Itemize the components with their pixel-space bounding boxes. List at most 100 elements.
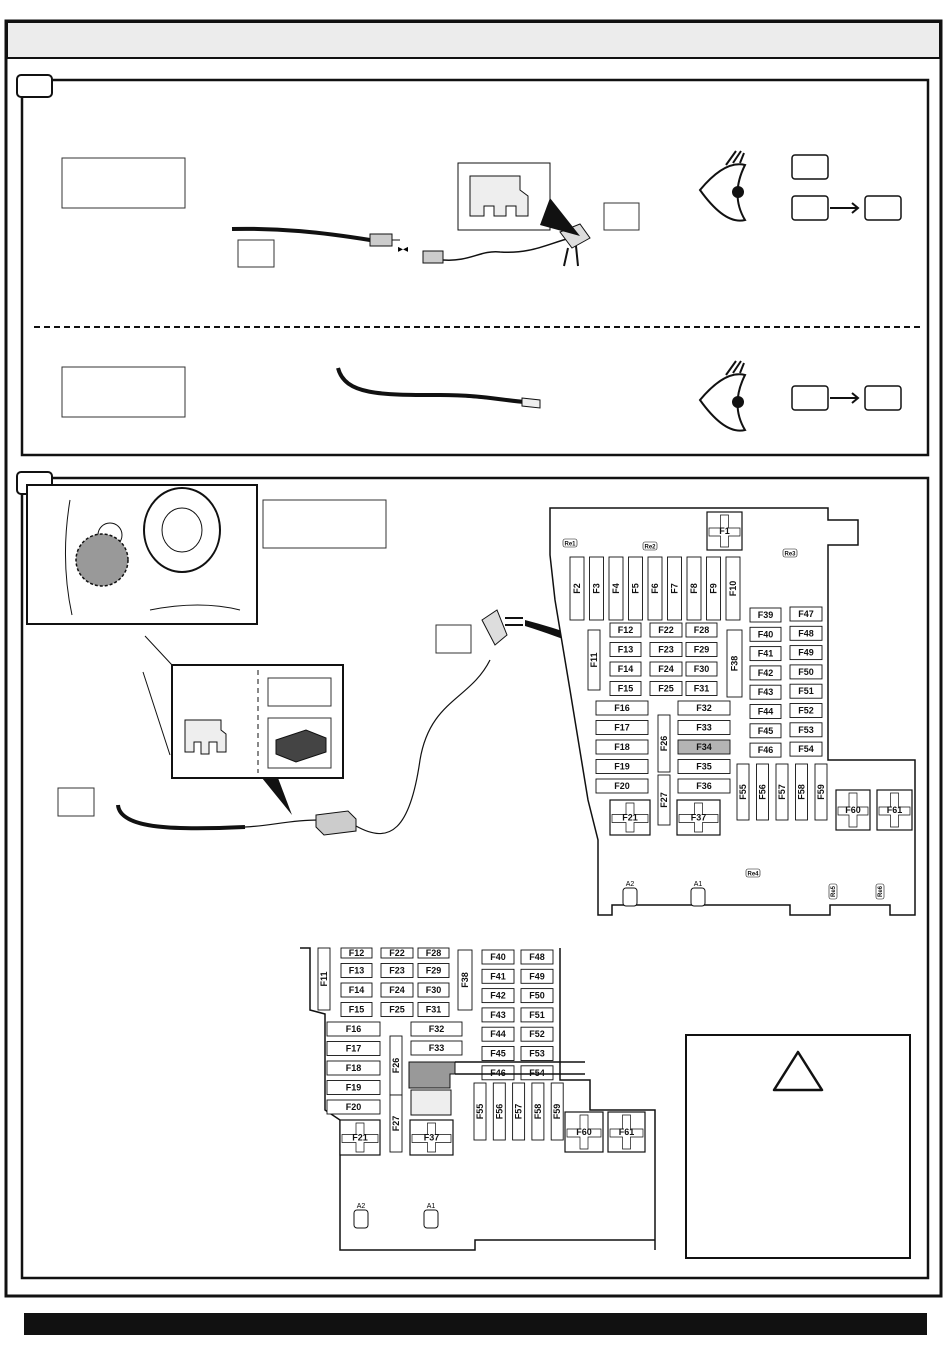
arrow-right-icon — [830, 392, 860, 404]
top-fuse-label-f50: F50 — [798, 667, 814, 677]
fuse-tap-body — [410, 1089, 452, 1116]
top-fuse-slot-f9 — [706, 556, 721, 621]
top-fuse-label-f3: F3 — [592, 583, 602, 594]
relay-socket — [708, 514, 741, 548]
relay-re4-tag — [745, 868, 761, 878]
detail-fuse-slot-f21 — [339, 1119, 381, 1156]
top-fuse-slot-f48 — [789, 625, 823, 641]
top-fuse-label-f54: F54 — [798, 744, 814, 754]
relay-re6-tag — [875, 883, 885, 900]
top-fuse-label-f61: F61 — [887, 805, 903, 815]
section-1-step-tab — [16, 74, 53, 98]
detail-fuse-slot-f40 — [481, 949, 515, 965]
detail-fuse-label-f59: F59 — [552, 1104, 562, 1120]
detail-fuse-label-f25: F25 — [389, 1005, 405, 1015]
fuse-icon — [184, 719, 227, 755]
top-fuse-label-f19: F19 — [614, 762, 630, 772]
detail-fuse-slot-f24 — [380, 982, 414, 998]
detail-fuse-slot-f32 — [410, 1021, 463, 1037]
top-fuse-label-f55: F55 — [738, 784, 748, 800]
detail-fuse-label-f30: F30 — [426, 985, 442, 995]
top-fuse-slot-f41 — [749, 646, 782, 662]
top-fuse-label-f26: F26 — [659, 736, 669, 752]
detail-fuse-slot-f25 — [380, 1002, 414, 1017]
top-fuse-slot-f6 — [647, 556, 663, 621]
detail-fuse-label-f40: F40 — [490, 952, 506, 962]
top-fuse-slot-f31 — [685, 681, 718, 696]
top-fuse-slot-f27 — [657, 774, 671, 826]
top-fuse-slot-f28 — [685, 622, 718, 638]
detail-fuse-slot-f20 — [326, 1099, 381, 1115]
top-fuse-label-f35: F35 — [696, 762, 712, 772]
top-fuse-label-f4: F4 — [611, 583, 621, 594]
detail-fuse-label-f45: F45 — [490, 1049, 506, 1059]
top-fuse-slot-f18 — [595, 739, 649, 755]
top-fuse-label-f7: F7 — [670, 583, 680, 594]
relay-socket — [678, 802, 719, 833]
top-fuse-label-f52: F52 — [798, 706, 814, 716]
detail-fuse-label-f28: F28 — [426, 948, 442, 958]
top-fuse-slot-f60 — [835, 789, 871, 831]
top-fuse-slot-f36 — [677, 778, 731, 794]
detail-fuse-slot-f59 — [550, 1082, 564, 1141]
relay-label-re1: Re1 — [564, 542, 576, 548]
callout-label-box — [267, 677, 332, 707]
top-fuse-label-f57: F57 — [777, 784, 787, 800]
detail-fuse-slot-f46 — [481, 1065, 515, 1081]
top-fuse-label-f39: F39 — [758, 610, 774, 620]
section-1-label-box-2 — [61, 366, 186, 418]
detail-fuse-label-f22: F22 — [389, 948, 405, 958]
top-fuse-label-f17: F17 — [614, 723, 630, 733]
top-fuse-label-f38: F38 — [730, 656, 740, 672]
top-fuse-slot-f61 — [876, 789, 913, 831]
detail-fuse-label-f29: F29 — [426, 966, 442, 976]
callout-pointer — [262, 778, 292, 815]
detail-fuse-label-f37: F37 — [424, 1133, 440, 1143]
detail-fuse-slot-f18 — [326, 1060, 381, 1076]
top-fuse-slot-f38 — [726, 629, 743, 698]
detail-fuse-slot-f30 — [417, 982, 450, 998]
top-fuse-slot-f15 — [609, 681, 642, 696]
top-fuse-slot-f8 — [686, 556, 702, 621]
detail-fuse-slot-f54 — [520, 1065, 554, 1081]
relay-socket — [609, 1114, 644, 1150]
fusebox-diagram-detail: F11F12F13F14F15F16F17F18F19F20F21F22F23F… — [300, 947, 656, 1251]
detail-fuse-label-f23: F23 — [389, 966, 405, 976]
detail-fuse-label-f46: F46 — [490, 1068, 506, 1078]
detail-fuse-label-f19: F19 — [346, 1083, 362, 1093]
top-fuse-slot-f54 — [789, 741, 823, 757]
detail-marker-a1 — [423, 1209, 439, 1229]
top-fuse-slot-f1 — [706, 511, 743, 551]
top-fuse-label-f14: F14 — [618, 664, 634, 674]
top-fuse-slot-f11 — [587, 629, 601, 691]
top-fuse-slot-f25 — [649, 681, 683, 696]
detail-marker-a2 — [353, 1209, 369, 1229]
detail-fuse-label-f57: F57 — [514, 1104, 524, 1120]
top-fuse-label-f48: F48 — [798, 628, 814, 638]
top-fuse-slot-f55 — [736, 763, 750, 821]
relay-socket — [837, 792, 869, 828]
top-fuse-slot-f7 — [667, 556, 682, 621]
top-fuse-slot-f13 — [609, 642, 642, 657]
installed-wire — [455, 1061, 585, 1075]
top-fuse-label-f22: F22 — [658, 625, 674, 635]
car-interior-inset — [26, 484, 258, 625]
eye-icon — [698, 150, 747, 222]
location-label-box — [262, 499, 387, 549]
top-fuse-slot-f46 — [749, 742, 782, 758]
detail-fuse-slot-f19 — [326, 1080, 381, 1095]
top-fuse-slot-f33 — [677, 720, 731, 735]
relay-label-re4: Re4 — [747, 872, 759, 878]
detail-fuse-label-f53: F53 — [529, 1049, 545, 1059]
top-fuse-slot-f19 — [595, 759, 649, 774]
top-fuse-label-f49: F49 — [798, 648, 814, 658]
top-fuse-slot-f47 — [789, 606, 823, 622]
top-fuse-label-f29: F29 — [694, 645, 710, 655]
top-marker-a1 — [690, 887, 706, 907]
detail-fuse-slot-f50 — [520, 988, 554, 1004]
detail-fuse-label-f26: F26 — [391, 1058, 401, 1074]
detail-fuse-label-f54: F54 — [529, 1068, 545, 1078]
detail-fuse-slot-f31 — [417, 1002, 450, 1017]
detail-fuse-slot-f55 — [473, 1082, 487, 1141]
relay-label-re6: Re6 — [878, 885, 884, 897]
